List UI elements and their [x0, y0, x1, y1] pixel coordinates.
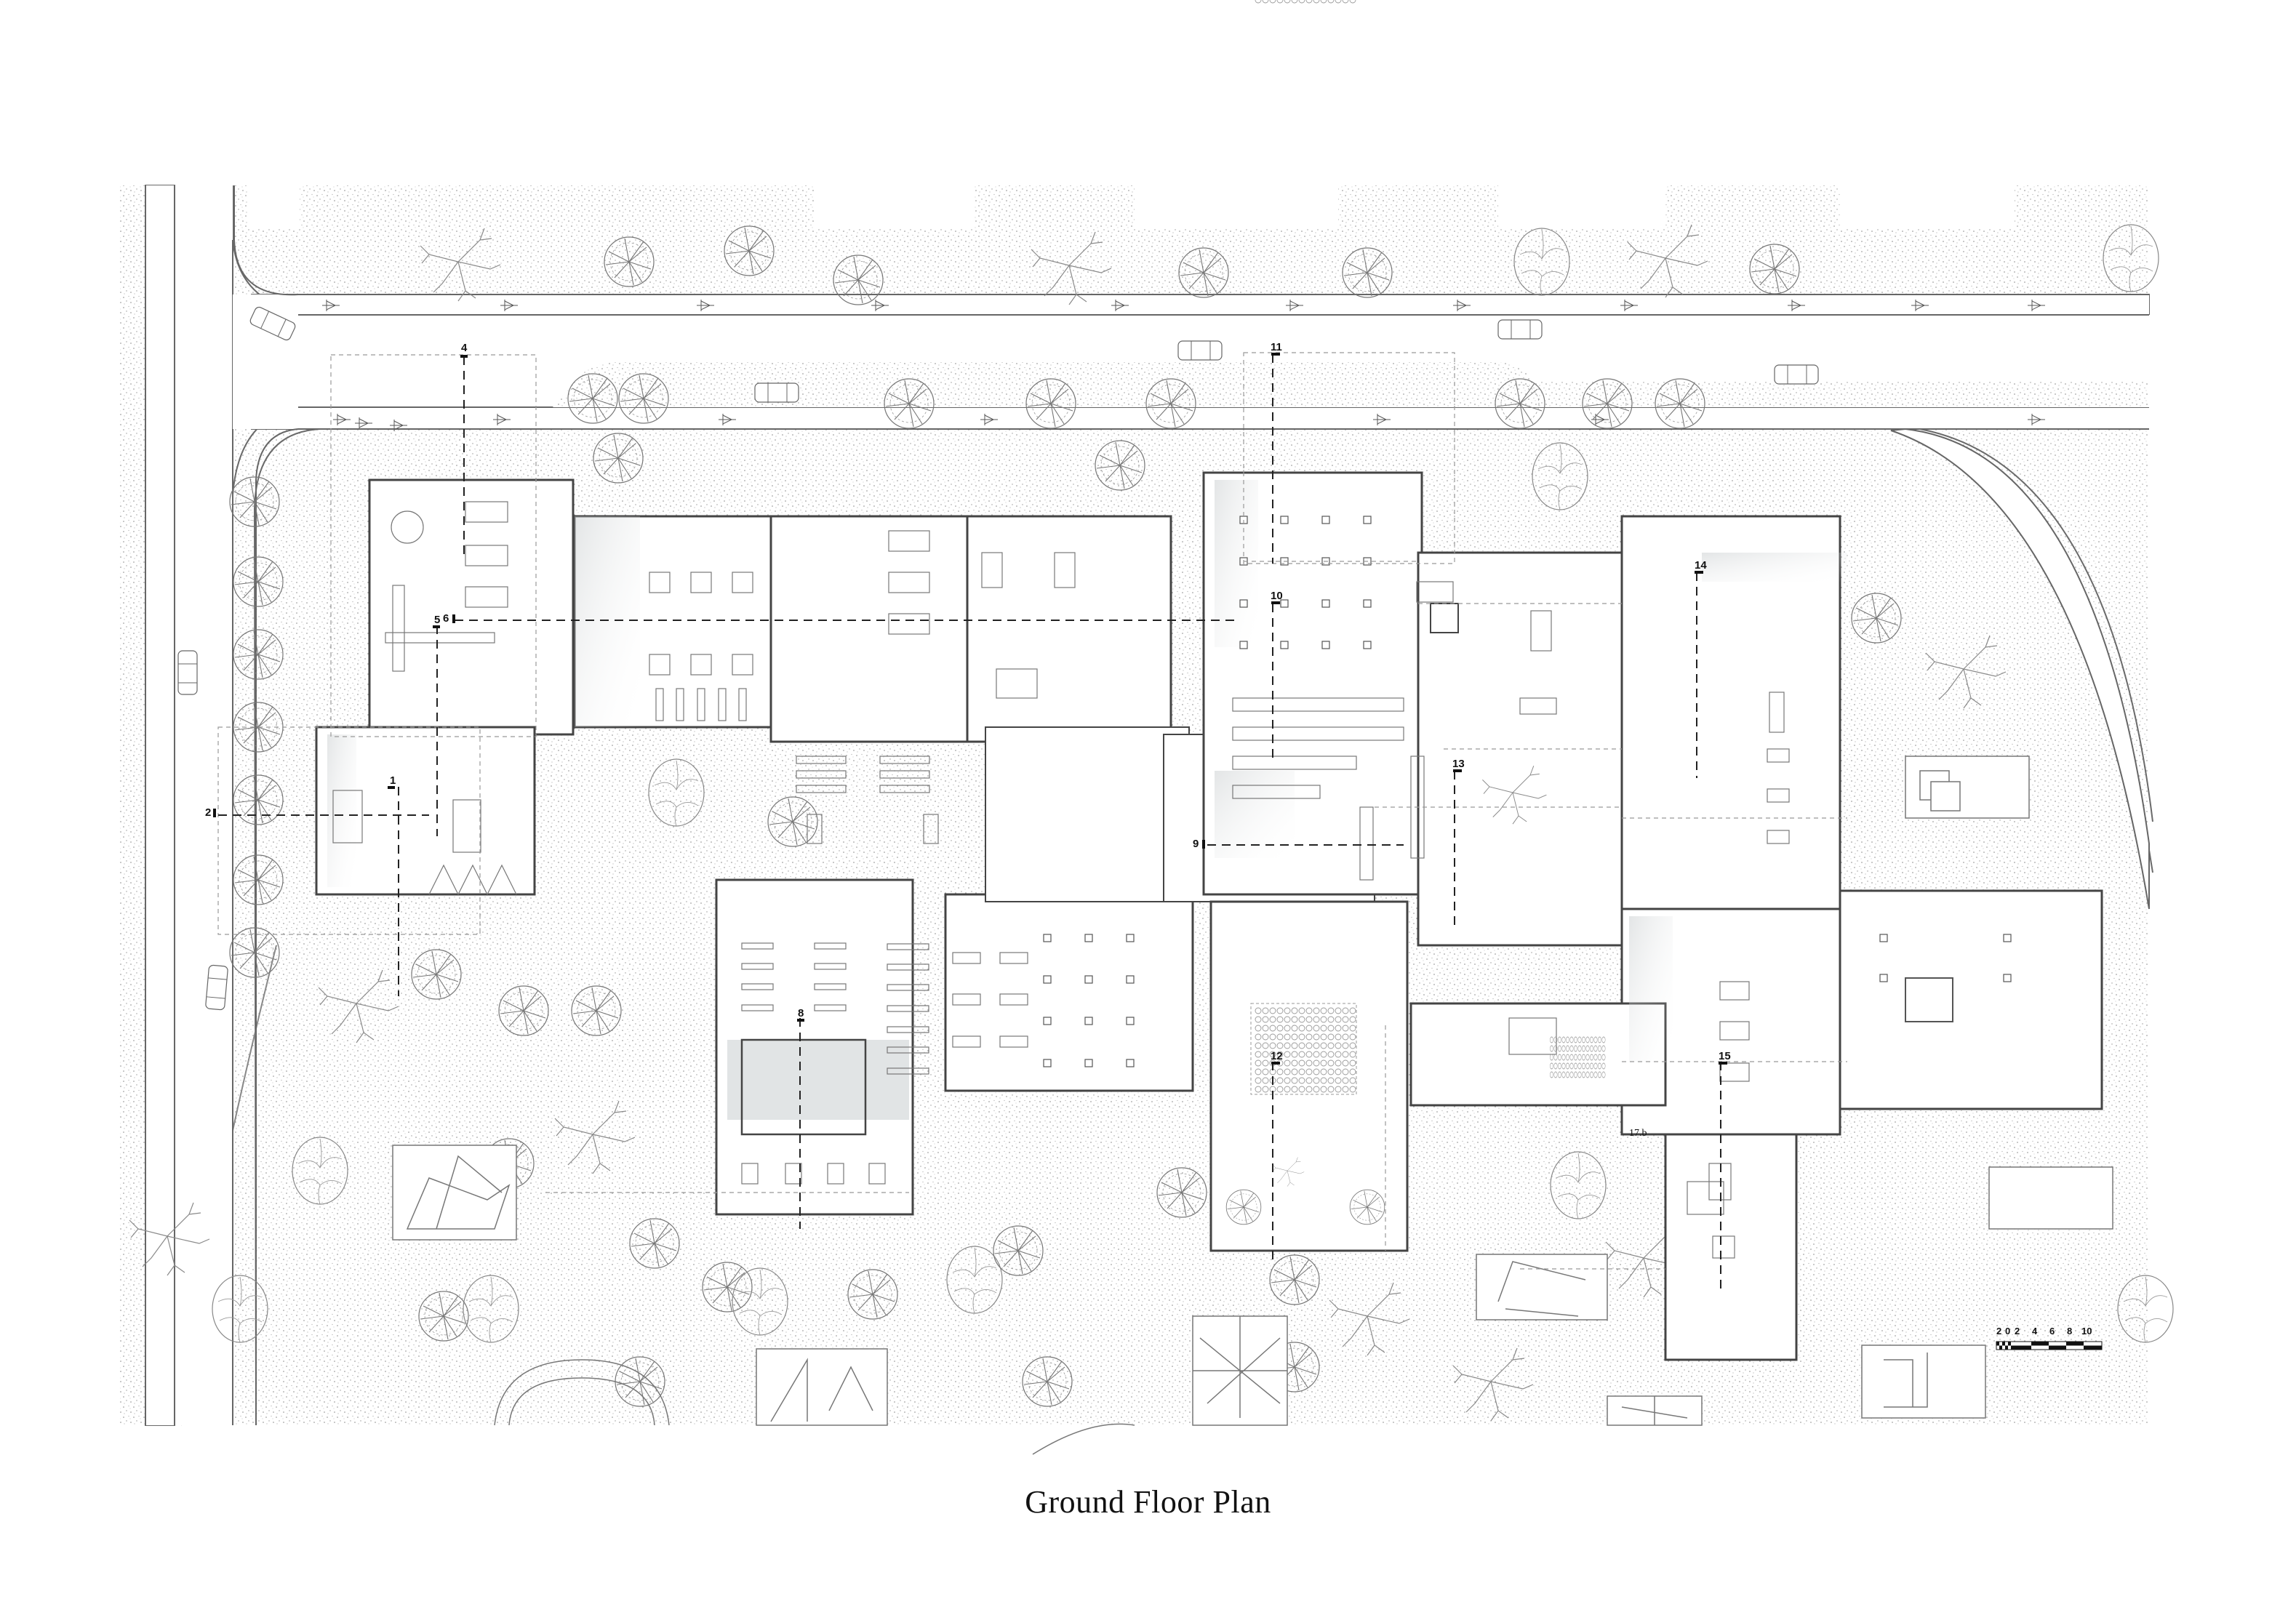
cast-shadows — [327, 480, 1847, 1120]
interior-furniture — [332, 501, 1953, 1259]
auditorium-wing — [1209, 900, 1409, 1252]
svg-text:2: 2 — [2015, 1326, 2020, 1337]
street-median-planting — [553, 362, 2149, 407]
east-workshop-wing — [1839, 889, 2103, 1110]
svg-text:10: 10 — [1271, 590, 1283, 602]
landscape-pavilions — [392, 756, 2113, 1455]
svg-text:2: 2 — [205, 806, 211, 819]
svg-text:4: 4 — [2032, 1326, 2038, 1337]
svg-text:10: 10 — [2081, 1326, 2092, 1337]
section-marker-10: 10 — [1271, 590, 1283, 604]
reference-lines — [217, 352, 1847, 1270]
section-cut-lines — [218, 354, 1721, 1294]
note-17b: 17.b — [1629, 1128, 1647, 1139]
svg-text:9: 9 — [1193, 838, 1199, 850]
curved-access-road — [1890, 428, 2150, 910]
svg-text:13: 13 — [1452, 758, 1465, 770]
svg-text:6: 6 — [2049, 1326, 2055, 1337]
auditorium-seating — [1250, 1003, 1357, 1095]
section-marker-13: 13 — [1452, 758, 1465, 772]
section-marker-12: 12 — [1271, 1050, 1283, 1065]
svg-text:8: 8 — [798, 1007, 804, 1019]
svg-text:1: 1 — [390, 774, 396, 787]
section-marker-2: 2 — [205, 806, 216, 819]
svg-text:12: 12 — [1271, 1050, 1283, 1062]
svg-text:0: 0 — [2005, 1326, 2010, 1337]
section-marker-14: 14 — [1695, 559, 1707, 574]
svg-text:14: 14 — [1695, 559, 1707, 572]
section-marker-15: 15 — [1719, 1050, 1731, 1065]
section-marker-8: 8 — [797, 1007, 804, 1022]
section-marker-9: 9 — [1193, 838, 1205, 850]
auditorium-chairs — [1255, 0, 1606, 1093]
svg-text:5: 5 — [434, 614, 440, 626]
building-footprint — [315, 471, 2103, 1361]
svg-text:4: 4 — [461, 342, 468, 354]
svg-text:6: 6 — [443, 612, 449, 625]
section-marker-11: 11 — [1271, 341, 1282, 356]
svg-text:2: 2 — [1996, 1326, 2001, 1337]
section-marker-6: 6 — [443, 612, 455, 625]
svg-text:11: 11 — [1271, 341, 1282, 353]
left-road-surface — [145, 185, 175, 1425]
svg-text:15: 15 — [1719, 1050, 1731, 1062]
left-road-lane — [175, 185, 233, 1425]
svg-text:17.b: 17.b — [1629, 1128, 1647, 1139]
drawing-title: Ground Floor Plan — [1025, 1484, 1271, 1520]
scale-bar: 2 0 2 4 6 8 10 — [1996, 1326, 2103, 1350]
section-marker-5: 5 — [433, 614, 440, 628]
svg-text:8: 8 — [2067, 1326, 2072, 1337]
section-marker-1: 1 — [388, 774, 396, 789]
section-marker-4: 4 — [460, 342, 468, 358]
section-markers: 1 2 4 5 6 8 9 10 11 12 13 14 15 17.b — [205, 341, 1731, 1139]
